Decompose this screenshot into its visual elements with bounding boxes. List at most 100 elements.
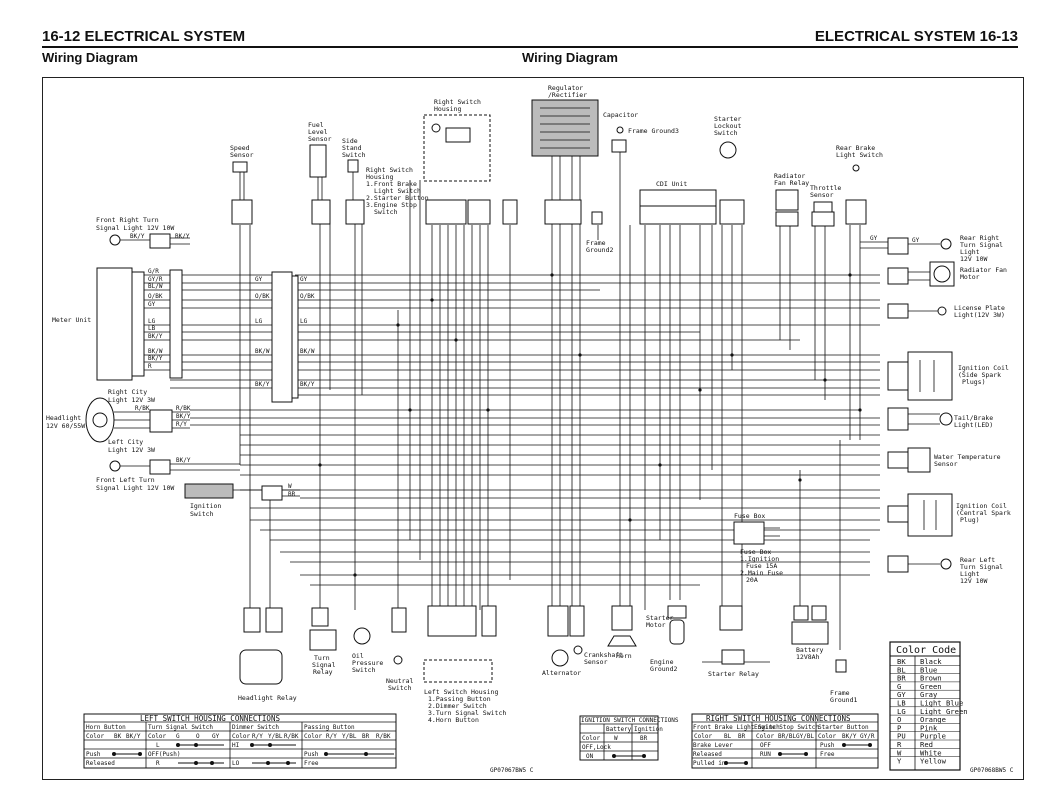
color-code-name: Pink [920, 723, 938, 732]
svg-text:G: G [176, 733, 180, 740]
svg-text:Turn Signal: Turn Signal [960, 563, 1003, 571]
ignition-coil-center: Ignition Coil (Central Spark Plug) [887, 493, 1011, 537]
svg-text:BR: BR [640, 735, 648, 742]
svg-text:Free: Free [820, 751, 835, 758]
svg-text:BK/Y: BK/Y [842, 733, 857, 740]
wire-harness [170, 150, 880, 650]
svg-text:Side: Side [342, 137, 358, 145]
color-code-abbr: LB [897, 699, 906, 708]
svg-text:Frame Ground3: Frame Ground3 [628, 127, 679, 135]
svg-text:Y/BL: Y/BL [342, 733, 357, 740]
headlight: Headlight 12V 60/55W R/BK R/BK BK/Y R/Y [46, 397, 191, 443]
svg-text:Rear Left: Rear Left [960, 556, 995, 564]
water-temperature-sensor: Water Temperature Sensor [887, 447, 1001, 473]
svg-text:12V8Ah: 12V8Ah [796, 653, 820, 661]
radiator-fan-motor: Radiator Fan Motor [887, 261, 1007, 287]
color-code-abbr: LG [897, 707, 906, 716]
svg-text:Left City: Left City [108, 438, 143, 446]
svg-text:BL/W: BL/W [148, 283, 163, 290]
section-title-left: Wiring Diagram [42, 50, 138, 65]
svg-text:Radiator: Radiator [774, 172, 805, 180]
svg-text:Color: Color [232, 733, 250, 740]
svg-text:BK/Y: BK/Y [300, 381, 315, 388]
svg-text:2.Dimmer Switch: 2.Dimmer Switch [428, 702, 487, 710]
svg-text:Meter Unit: Meter Unit [52, 316, 91, 324]
svg-text:Right City: Right City [108, 388, 147, 396]
color-code-abbr: BR [897, 674, 906, 683]
svg-text:Sensor: Sensor [230, 151, 254, 159]
color-code-name: White [920, 748, 942, 757]
alternator: Alternator [542, 649, 581, 677]
turn-signal-relay: Turn Signal Relay [309, 629, 337, 676]
svg-text:Front Brake Light Switch: Front Brake Light Switch [693, 724, 780, 731]
svg-text:BL: BL [724, 733, 732, 740]
svg-text:RUN: RUN [760, 751, 771, 758]
svg-text:/Rectifier: /Rectifier [548, 91, 587, 99]
svg-text:O/BK: O/BK [255, 293, 270, 300]
svg-text:BK/Y: BK/Y [255, 381, 270, 388]
svg-text:Turn Signal: Turn Signal [960, 241, 1003, 249]
color-code-abbr: BK [897, 657, 906, 666]
svg-text:Light Switch: Light Switch [374, 187, 421, 195]
horn: Horn [607, 635, 637, 660]
color-code-abbr: GY [897, 690, 906, 699]
svg-text:GY: GY [212, 733, 220, 740]
svg-text:R: R [148, 363, 152, 370]
rear-left-turn-signal: Rear Left Turn Signal Light 12V 10W [887, 555, 1003, 585]
svg-text:G/R: G/R [148, 268, 159, 275]
color-code-name: Yellow [920, 757, 947, 766]
color-code-abbr: O [897, 715, 901, 724]
svg-text:4.Horn Button: 4.Horn Button [428, 716, 479, 724]
ignition-switch: Ignition Switch W BR [184, 483, 300, 518]
svg-text:BR: BR [362, 733, 370, 740]
side-stand-switch: Side Stand Switch [342, 137, 366, 225]
svg-text:BK/Y: BK/Y [148, 333, 163, 340]
svg-text:Light(LED): Light(LED) [954, 421, 993, 429]
svg-text:Crankshaft: Crankshaft [584, 651, 623, 659]
svg-text:Headlight: Headlight [46, 414, 81, 422]
svg-text:3.Engine Stop: 3.Engine Stop [366, 201, 417, 209]
svg-text:O: O [196, 733, 200, 740]
svg-text:Housing: Housing [366, 173, 393, 181]
svg-text:2.Main Fuse: 2.Main Fuse [740, 569, 783, 577]
left-city-light: Left City Light 12V 3W [108, 438, 155, 454]
svg-text:GY/R: GY/R [860, 733, 875, 740]
svg-text:BR: BR [738, 733, 746, 740]
svg-text:12V 60/55W: 12V 60/55W [46, 422, 85, 430]
svg-text:Switch: Switch [374, 208, 398, 216]
svg-text:Housing: Housing [434, 105, 461, 113]
svg-text:Color: Color [304, 733, 322, 740]
svg-text:Pressure: Pressure [352, 659, 383, 667]
neutral-switch: Neutral Switch [386, 655, 413, 692]
svg-text:Switch: Switch [714, 129, 738, 137]
svg-text:Switch: Switch [342, 151, 366, 159]
color-code-abbr: PU [897, 732, 906, 741]
regulator-rectifier: Regulator /Rectifier [531, 84, 599, 225]
color-code-abbr: W [897, 748, 902, 757]
svg-text:Light: Light [960, 570, 980, 578]
svg-text:RIGHT SWITCH HOUSING CONNECTIO: RIGHT SWITCH HOUSING CONNECTIONS [706, 714, 851, 723]
svg-text:Color: Color [148, 733, 166, 740]
svg-text:Plugs): Plugs) [962, 378, 985, 386]
svg-text:L: L [156, 742, 160, 749]
svg-text:Fuse Box: Fuse Box [740, 548, 771, 556]
svg-text:Water Temperature: Water Temperature [934, 453, 1001, 461]
svg-text:Pulled in: Pulled in [693, 760, 726, 767]
meter-unit: Meter Unit G/R GY/R BL/W O/BK GY LG LB B… [52, 267, 170, 381]
svg-text:Plug): Plug) [960, 516, 980, 524]
svg-text:BK/Y: BK/Y [130, 233, 145, 240]
svg-text:GY: GY [912, 237, 920, 244]
color-code-name: Black [920, 657, 942, 666]
svg-text:Tail/Brake: Tail/Brake [954, 414, 993, 422]
svg-text:Left Switch Housing: Left Switch Housing [424, 688, 498, 696]
svg-text:Ignition: Ignition [190, 502, 221, 510]
fuel-level-sensor: Fuel Level Sensor [308, 121, 332, 225]
ignition-coil-side: Ignition Coil (Side Spark Plugs) [887, 351, 1009, 401]
svg-text:Rear Right: Rear Right [960, 234, 999, 242]
color-code-name: Purple [920, 732, 946, 741]
svg-text:Capacitor: Capacitor [603, 111, 638, 119]
starter-lockout-switch: Starter Lockout Switch [714, 115, 745, 225]
svg-text:LG: LG [148, 318, 156, 325]
crankshaft-sensor: Crankshaft Sensor [573, 645, 623, 666]
svg-text:OFF(Push): OFF(Push) [148, 751, 181, 758]
